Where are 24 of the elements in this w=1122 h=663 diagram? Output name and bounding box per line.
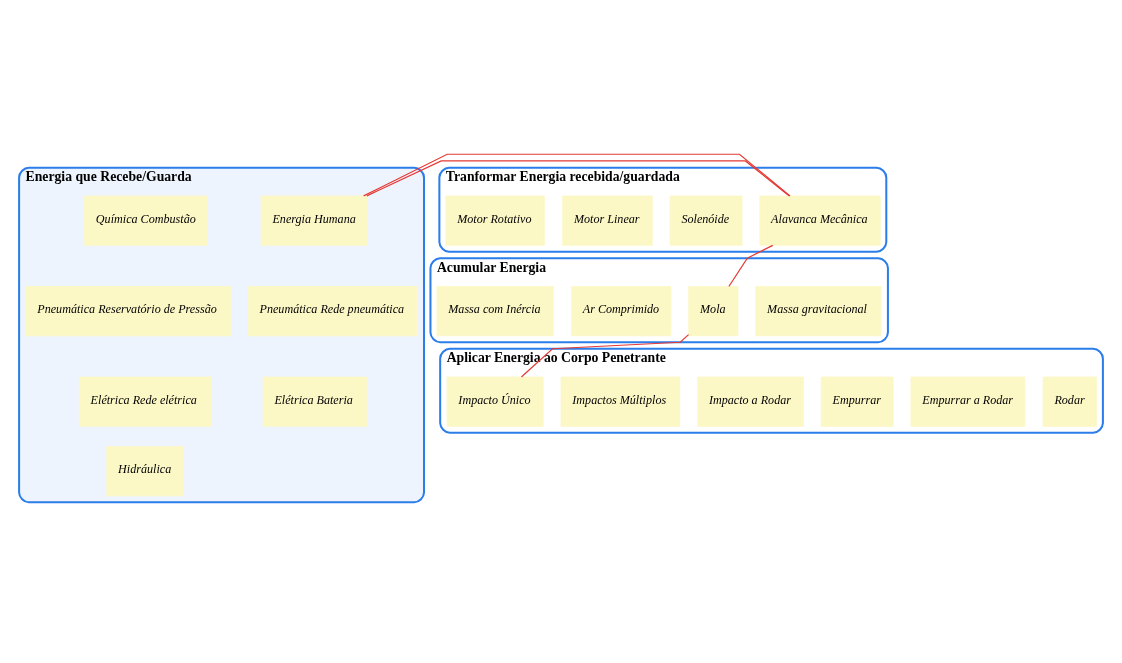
node-box: Alavanca Mecânica [759,195,881,246]
node-box: Impacto Único [446,376,544,427]
node-box: Motor Linear [562,195,653,246]
node-box: Elétrica Bateria [262,376,368,427]
node-box: Energia Humana [260,195,368,246]
node-box: Pneumática Reservatório de Pressão [25,286,231,337]
node-box: Impactos Múltiplos [560,376,681,427]
node-box: Massa gravitacional [755,286,882,337]
node-box: Empurrar [820,376,894,427]
node-box: Impacto a Rodar [697,376,804,427]
node-box: Motor Rotativo [445,195,545,246]
node-box: Massa com Inércia [436,286,554,337]
node-box: Hidráulica [106,446,184,497]
node-box: Ar Comprimido [571,286,672,337]
node-box: Pneumática Rede pneumática [247,286,418,337]
node-box: Rodar [1042,376,1097,427]
node-box: Elétrica Rede elétrica [78,376,212,427]
node-box: Empurrar a Rodar [910,376,1026,427]
connector [520,334,690,378]
connector [363,153,791,197]
node-box: Mola [688,286,739,337]
connector [728,244,774,288]
node-box: Solenóide [669,195,743,246]
node-box: Química Combustão [84,195,208,246]
